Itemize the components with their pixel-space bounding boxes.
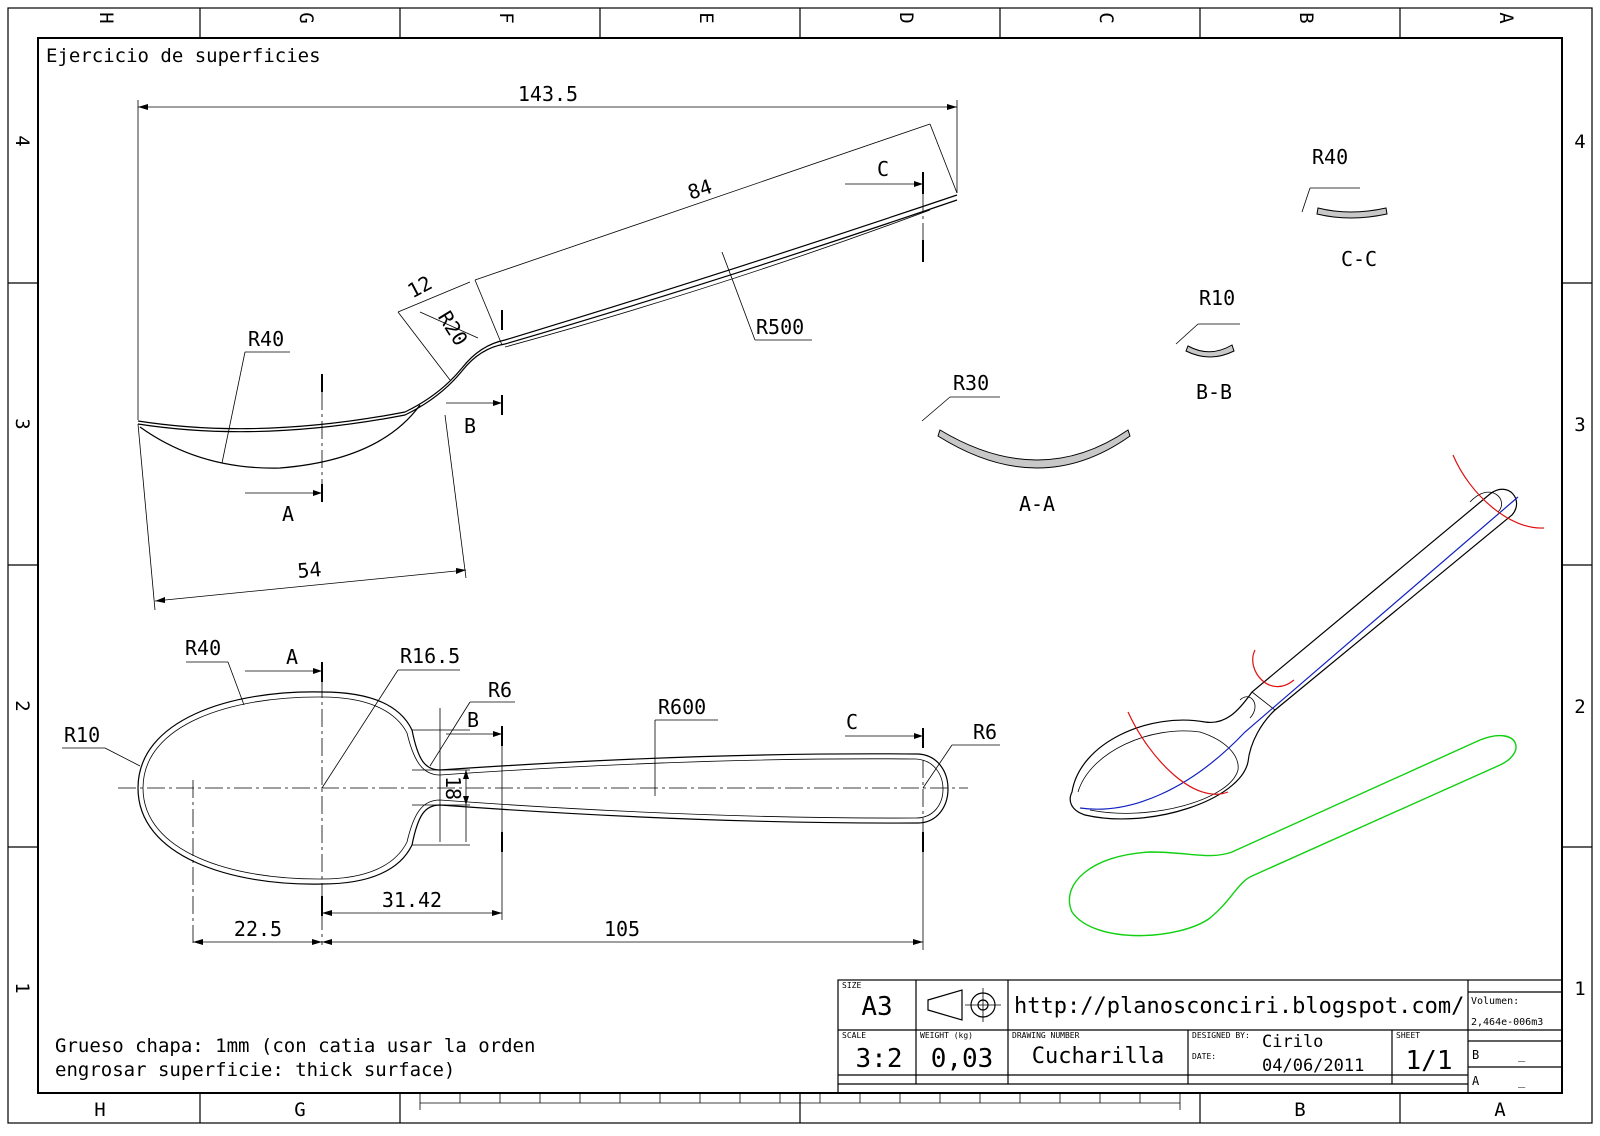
zone-number-left-4: 4 [11,135,33,146]
section-aa-radius: R30 [953,371,989,395]
bottom-ruler [419,1093,1181,1110]
tb-rev-a-value: _ [1518,1074,1526,1088]
section-cc-label: C-C [1341,247,1377,271]
zone-letter-top-h: H [95,12,117,23]
zone-letter-top-d: D [895,12,917,23]
drawing-title: Ejercicio de superficies [46,45,321,67]
dim-top-r600: R600 [658,695,706,719]
dim-top-r6-right: R6 [973,720,997,744]
zone-letter-bottom-b: B [1294,1099,1305,1121]
tb-weight-label: WEIGHT (kg) [920,1031,973,1040]
dim-top-r10: R10 [64,723,100,747]
outer-frame [7,7,1593,1124]
top-section-mark-a: A [286,645,298,669]
isometric-view [1068,454,1545,937]
section-mark-b: B [464,414,476,438]
dim-22-5: 22.5 [234,917,282,941]
tb-volume-label: Volumen: [1471,996,1519,1007]
note-line-2: engrosar superficie: thick surface) [55,1059,455,1081]
zone-letter-top-f: F [495,12,517,23]
section-mark-a: A [282,502,294,526]
tb-date: 04/06/2011 [1262,1056,1364,1076]
note-line-1: Grueso chapa: 1mm (con catia usar la ord… [55,1035,535,1057]
zone-number-left-2: 2 [11,700,33,711]
dim-top-r16-5: R16.5 [400,644,460,668]
section-aa [921,396,1131,469]
tb-sheet-label: SHEET [1396,1031,1420,1040]
zone-number-right-4: 4 [1574,131,1585,153]
title-block [837,979,1563,1094]
zone-letter-bottom-g: G [294,1099,305,1121]
zone-number-right-2: 2 [1574,696,1585,718]
dim-overall-length: 143.5 [518,82,578,106]
tb-drawing-number-label: DRAWING NUMBER [1012,1031,1080,1040]
projection-symbol-icon [927,988,1001,1022]
zone-letter-top-b: B [1295,12,1317,23]
zone-number-right-1: 1 [1574,978,1585,1000]
zone-letter-bottom-h: H [94,1099,105,1121]
guide-curve-red-bowl [1127,711,1229,795]
section-cc [1301,187,1388,219]
dim-r500: R500 [756,315,804,339]
tb-size-label: SIZE [842,981,861,990]
guide-curve-red-tip [1452,454,1545,529]
side-zone-dividers [8,282,1592,848]
tb-designer: Cirilo [1262,1032,1323,1052]
dim-side-r40: R40 [248,327,284,351]
dim-bowl-length: 54 [296,557,322,583]
guide-curve-blue [1079,496,1519,810]
top-section-mark-b: B [467,708,479,732]
tb-drawing-name: Cucharilla [1032,1044,1164,1069]
section-aa-label: A-A [1019,492,1055,516]
zone-number-right-3: 3 [1574,414,1585,436]
zone-number-left-3: 3 [11,418,33,429]
section-bb [1175,323,1240,358]
zone-letter-bottom-a: A [1494,1099,1506,1121]
tb-date-label: DATE: [1192,1052,1216,1061]
dim-neck-width: 18 [441,776,465,800]
guide-curve-red-neck [1252,649,1295,688]
dim-105: 105 [604,917,640,941]
zone-letter-top-a: A [1495,12,1517,24]
tb-scale: 3:2 [856,1044,903,1074]
tb-rev-a: A [1472,1074,1480,1088]
dim-r20: R20 [433,307,472,350]
tb-url: http://planosconciri.blogspot.com/ [1014,994,1464,1019]
tb-scale-label: SCALE [842,1031,866,1040]
tb-volume: 2,464e-006m3 [1471,1017,1543,1028]
tb-designed-by-label: DESIGNED BY: [1192,1031,1250,1040]
side-view [137,100,958,611]
top-view [62,661,1000,950]
tb-sheet: 1/1 [1406,1046,1453,1076]
top-section-mark-c: C [846,710,858,734]
section-cc-radius: R40 [1312,145,1348,169]
tb-rev-b: B [1472,1048,1479,1062]
zone-letter-top-g: G [295,12,317,23]
dim-31-42: 31.42 [382,888,442,912]
section-mark-c: C [877,157,889,181]
dim-top-r40: R40 [185,636,221,660]
zone-number-left-1: 1 [11,982,33,993]
bottom-zone-dividers [199,1093,1401,1123]
section-bb-radius: R10 [1199,286,1235,310]
zone-letter-top-e: E [695,12,717,23]
tb-weight: 0,03 [931,1044,994,1074]
dim-top-r6-left: R6 [488,678,512,702]
zone-letter-top-c: C [1095,12,1117,23]
tb-rev-b-value: _ [1518,1048,1526,1062]
guide-outline-green [1068,734,1517,937]
dim-handle-length: 84 [685,174,715,204]
section-bb-label: B-B [1196,380,1232,404]
tb-size: A3 [861,992,892,1022]
top-zone-dividers [199,8,1401,38]
